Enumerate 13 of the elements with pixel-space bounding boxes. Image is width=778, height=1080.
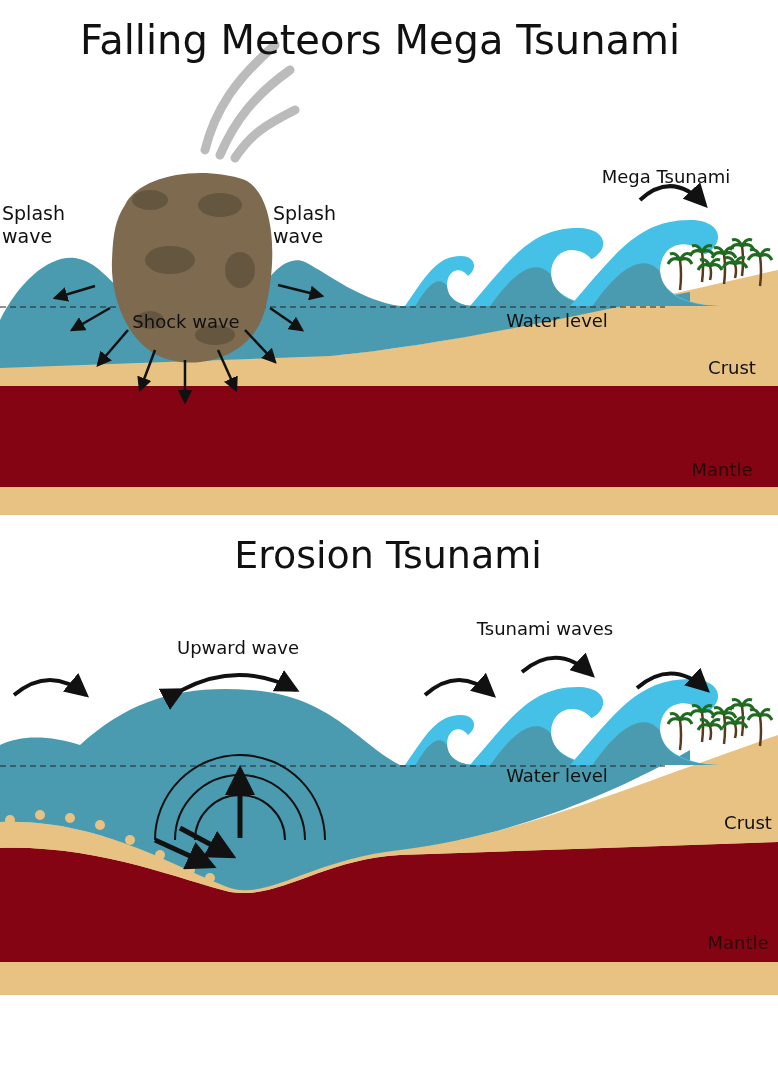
- label: Mantle: [707, 932, 769, 954]
- label: Tsunami waves: [476, 618, 614, 640]
- label: Mega Tsunami: [601, 166, 731, 188]
- panel-title: Falling Meteors Mega Tsunami: [79, 16, 681, 64]
- label: Mantle: [691, 459, 753, 481]
- label: Crust: [724, 812, 772, 834]
- panel-title: Erosion Tsunami: [234, 533, 542, 579]
- label: Upward wave: [176, 637, 300, 659]
- label: Crust: [708, 357, 756, 379]
- label: Splash wave: [273, 202, 337, 248]
- label: Shock wave: [132, 311, 240, 333]
- label: Splash wave: [2, 202, 66, 248]
- label: Water level: [506, 765, 608, 787]
